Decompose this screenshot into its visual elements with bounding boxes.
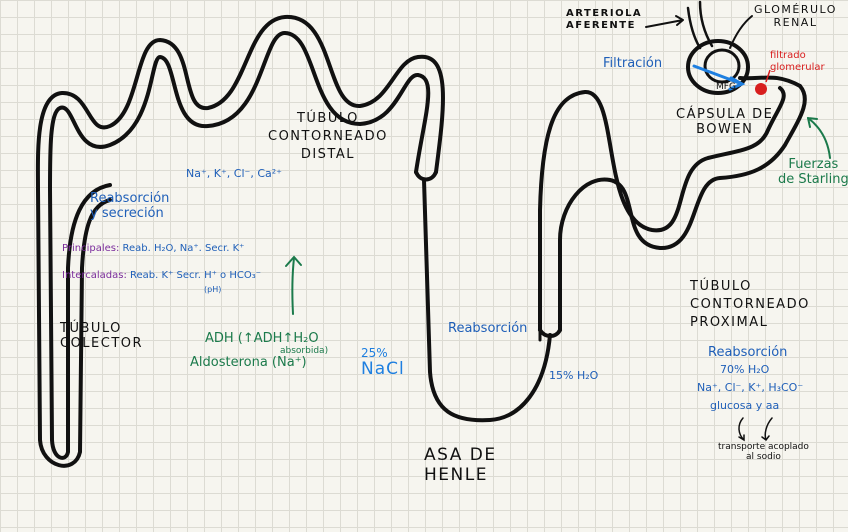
transporte-label: transporte acoplado al sodio (718, 442, 809, 463)
filtrado-label: filtrado glomerular (770, 50, 825, 73)
tubulo-distal-label: TÚBULO CONTORNEADO DISTAL (268, 110, 388, 165)
intercaladas-title: Intercaladas: (62, 270, 127, 281)
ions-proximal-label: Na⁺, Cl⁻, K⁺, H₃CO⁻ (697, 382, 803, 395)
principales-line: Principales: Reab. H₂O, Na⁺. Secr. K⁺ (62, 243, 244, 255)
ph-label: (pH) (204, 285, 221, 294)
mfg-label: MFG (716, 82, 736, 92)
principales-text: Reab. H₂O, Na⁺. Secr. K⁺ (123, 243, 245, 254)
nacl-text: NaCl (361, 359, 405, 379)
transporte-arrows (739, 418, 772, 440)
h2o-15-label: 15% H₂O (549, 370, 598, 383)
capsula-label: CÁPSULA DE BOWEN (676, 108, 773, 138)
collecting-duct-outer-wall (38, 17, 443, 466)
reabsorcion-asa-label: Reabsorción (448, 322, 527, 337)
intercaladas-text: Reab. K⁺ Secr. H⁺ o HCO₃⁻ (130, 270, 261, 281)
proximal-tubule-end (540, 330, 560, 336)
glucosa-label: glucosa y aa (710, 400, 779, 413)
ions-distal-label: Na⁺, K⁺, Cl⁻, Ca²⁺ (186, 168, 282, 181)
arteriola-label: ARTERIOLA AFERENTE (566, 8, 642, 31)
intercaladas-line: Intercaladas: Reab. K⁺ Secr. H⁺ o HCO₃⁻ (62, 270, 261, 282)
h2o-70-label: 70% H₂O (720, 364, 769, 377)
filtracion-label: Filtración (603, 57, 662, 72)
asa-label: ASA DE HENLE (424, 446, 497, 485)
fuerzas-label: Fuerzas de Starling (778, 158, 848, 188)
aldosterona-label: Aldosterona (Na⁺) (190, 356, 307, 371)
reab-proximal-label: Reabsorción (708, 346, 787, 361)
nacl-label: 25% NaCl (361, 347, 405, 379)
tubulo-colector-label: TÚBULO COLECTOR (60, 322, 143, 352)
adh-label: ADH (↑ADH↑H₂O (205, 332, 319, 347)
filtrate-dot (755, 83, 767, 95)
tubulo-proximal-label: TÚBULO CONTORNEADO PROXIMAL (690, 278, 810, 333)
henle-thin-loop (424, 180, 550, 420)
glomerulo-label: GLOMÉRULO RENAL (754, 4, 837, 29)
starling-arrow (808, 118, 830, 158)
distal-tubule-end (416, 172, 436, 180)
adh-arrow (286, 257, 301, 314)
principales-title: Principales: (62, 243, 119, 254)
capsule-neck (740, 78, 800, 87)
afferent-arteriole (688, 2, 712, 48)
reab-secrecion-label: Reabsorción y secreción (90, 192, 169, 222)
arteriola-arrow (646, 16, 683, 27)
